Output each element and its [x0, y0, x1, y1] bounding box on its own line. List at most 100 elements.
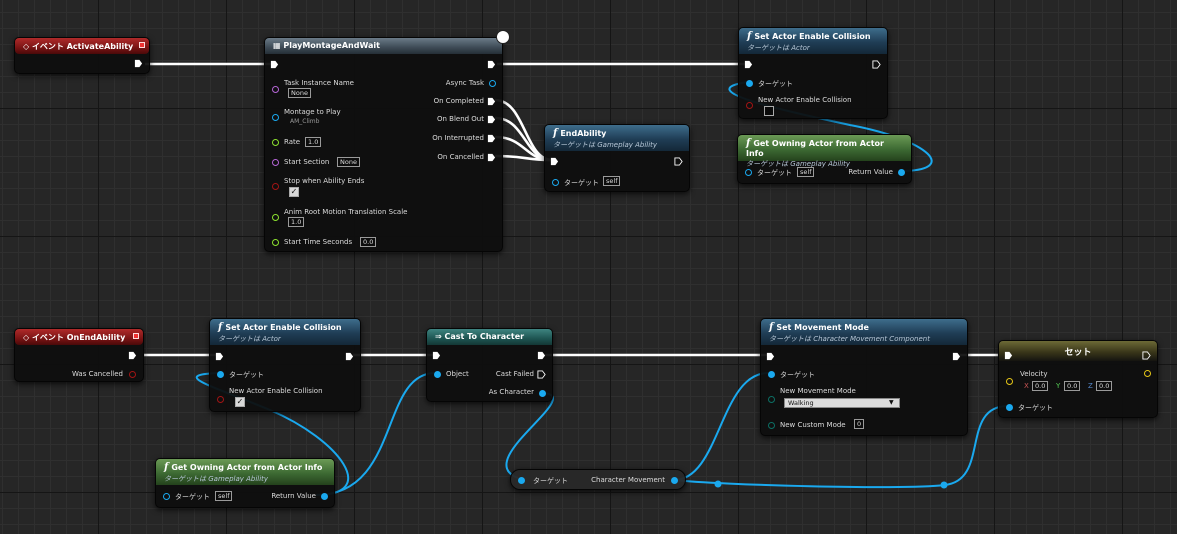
- exec-in-pin[interactable]: [766, 352, 775, 361]
- rate-field[interactable]: 1.0: [305, 137, 322, 147]
- task-instance-field[interactable]: None: [288, 88, 311, 98]
- node-title: Set Actor Enable Collision: [754, 32, 871, 41]
- node-subtitle: ターゲットは Character Movement Component: [769, 335, 930, 343]
- collision-pin[interactable]: [217, 396, 224, 403]
- target-self-field[interactable]: self: [215, 491, 233, 501]
- exec-out-pin[interactable]: [345, 352, 354, 361]
- montage-pin[interactable]: [272, 114, 279, 121]
- task-instance-pin[interactable]: [272, 86, 279, 93]
- on-cancelled-pin[interactable]: [487, 153, 496, 162]
- target-pin[interactable]: [745, 169, 752, 176]
- exec-in-pin[interactable]: [215, 352, 224, 361]
- y-axis-label: Y: [1056, 382, 1061, 390]
- function-icon: f: [769, 322, 774, 333]
- event-on-end-ability-node[interactable]: ◇ イベント OnEndAbility Was Cancelled: [14, 328, 144, 382]
- exec-out-pin[interactable]: [487, 60, 496, 69]
- target-label: ターゲット: [780, 371, 815, 379]
- velocity-pin[interactable]: [1006, 378, 1013, 385]
- delegate-pin[interactable]: [133, 333, 139, 339]
- return-value-pin[interactable]: [321, 493, 328, 500]
- target-pin[interactable]: [1006, 404, 1013, 411]
- montage-asset-dropdown[interactable]: AM_Climb: [290, 118, 320, 125]
- target-pin[interactable]: [768, 371, 775, 378]
- start-time-field[interactable]: 0.0: [360, 237, 377, 247]
- target-self-field[interactable]: self: [603, 176, 621, 186]
- exec-out-pin[interactable]: [872, 60, 881, 69]
- root-motion-field[interactable]: 1.0: [288, 217, 305, 227]
- latent-clock-icon: [496, 30, 510, 44]
- exec-in-pin[interactable]: [432, 351, 441, 360]
- exec-out-pin[interactable]: [128, 351, 137, 360]
- exec-out-pin[interactable]: [1142, 351, 1151, 360]
- was-cancelled-pin[interactable]: [129, 371, 136, 378]
- async-task-pin[interactable]: [489, 80, 496, 87]
- exec-out-pin[interactable]: [952, 352, 961, 361]
- on-blend-out-pin[interactable]: [487, 115, 496, 124]
- return-value-label: Return Value: [271, 492, 316, 500]
- z-value-field[interactable]: 0.0: [1096, 381, 1113, 391]
- root-motion-pin[interactable]: [272, 214, 279, 221]
- function-icon: f: [164, 462, 169, 473]
- target-pin[interactable]: [552, 179, 559, 186]
- on-completed-pin[interactable]: [487, 97, 496, 106]
- exec-in-pin[interactable]: [270, 60, 279, 69]
- start-time-pin[interactable]: [272, 239, 279, 246]
- target-pin[interactable]: [217, 371, 224, 378]
- exec-out-pin[interactable]: [674, 157, 683, 166]
- collision-checkbox[interactable]: ✓: [235, 397, 245, 407]
- target-pin[interactable]: [163, 493, 170, 500]
- velocity-out-pin[interactable]: [1144, 370, 1151, 377]
- character-movement-pin[interactable]: [671, 477, 678, 484]
- exec-in-pin[interactable]: [1004, 351, 1013, 360]
- exec-in-pin[interactable]: [744, 60, 753, 69]
- custom-mode-field[interactable]: 0: [854, 419, 865, 429]
- start-section-field[interactable]: None: [337, 157, 360, 167]
- exec-out-pin[interactable]: [134, 59, 143, 68]
- y-value-field[interactable]: 0.0: [1064, 381, 1081, 391]
- cast-failed-label: Cast Failed: [495, 370, 534, 378]
- cast-failed-pin[interactable]: [537, 370, 546, 379]
- collision-checkbox[interactable]: [764, 106, 774, 116]
- exec-out-pin[interactable]: [537, 351, 546, 360]
- node-subtitle: ターゲットは Gameplay Ability: [164, 475, 269, 483]
- exec-in-pin[interactable]: [550, 157, 559, 166]
- collision-pin[interactable]: [746, 102, 753, 109]
- movement-mode-dropdown[interactable]: Walking: [784, 398, 900, 408]
- target-pin[interactable]: [746, 80, 753, 87]
- event-activate-ability-node[interactable]: ◇ イベント ActivateAbility: [14, 37, 150, 74]
- character-movement-getter-node[interactable]: ターゲット Character Movement: [510, 469, 686, 490]
- start-section-pin[interactable]: [272, 159, 279, 166]
- node-title: PlayMontageAndWait: [283, 41, 380, 50]
- return-value-pin[interactable]: [898, 169, 905, 176]
- movement-mode-pin[interactable]: [768, 396, 775, 403]
- target-label: ターゲット: [1018, 404, 1053, 412]
- as-character-pin[interactable]: [539, 390, 546, 397]
- target-label: ターゲット: [758, 80, 793, 88]
- x-value-field[interactable]: 0.0: [1032, 381, 1049, 391]
- target-self-field[interactable]: self: [797, 167, 815, 177]
- custom-mode-pin[interactable]: [768, 422, 775, 429]
- event-icon: ◇: [23, 42, 32, 51]
- play-montage-and-wait-node[interactable]: ▦ PlayMontageAndWait Task Instance Name …: [264, 30, 510, 252]
- function-icon: f: [218, 322, 223, 333]
- object-pin[interactable]: [434, 371, 441, 378]
- on-interrupted-pin[interactable]: [487, 134, 496, 143]
- cast-to-character-node[interactable]: ⇒ Cast To Character Object Cast Failed A…: [426, 328, 553, 402]
- on-interrupted-label: On Interrupted: [432, 134, 484, 142]
- delegate-pin[interactable]: [139, 42, 145, 48]
- target-pin[interactable]: [518, 477, 525, 484]
- stop-ability-checkbox[interactable]: ✓: [289, 187, 299, 197]
- stop-ability-pin[interactable]: [272, 183, 279, 190]
- rate-pin[interactable]: [272, 139, 279, 146]
- set-velocity-node[interactable]: セット Velocity X 0.0 Y 0.0 Z 0.0 ターゲット: [998, 340, 1158, 418]
